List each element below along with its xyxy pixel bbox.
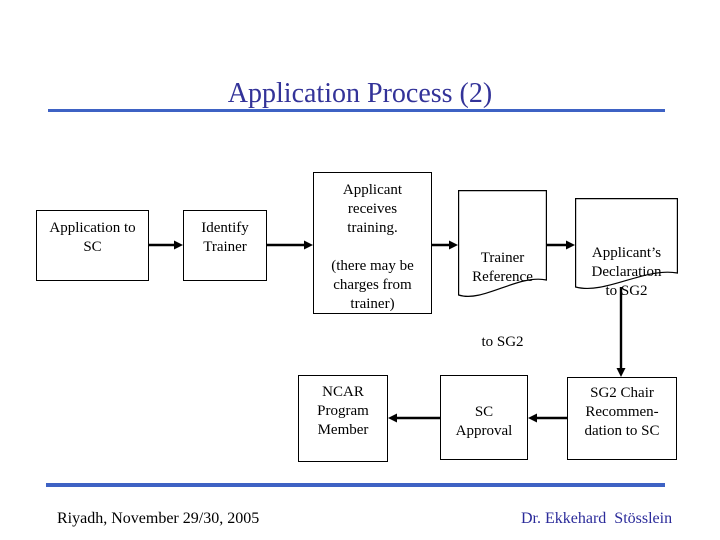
document-shape-icon xyxy=(575,198,678,289)
node-ncar-program-member: NCAR Program Member xyxy=(298,375,388,462)
arrow-sg2chair-to-scapproval-icon xyxy=(528,413,567,423)
node-sg2-chair-recommendation: SG2 Chair Recommen- dation to SC xyxy=(567,377,677,460)
node-trainer-reference-label: Trainer Reference xyxy=(472,250,533,285)
node-applicant-declaration-label: Applicant’s Declaration to SG2 xyxy=(591,245,662,299)
document-shape-icon xyxy=(458,190,547,297)
node-identify-trainer: Identify Trainer xyxy=(183,210,267,281)
arrow-reference-to-declaration-icon xyxy=(547,240,575,250)
node-trainer-reference: Trainer Reference to SG2 xyxy=(458,190,547,350)
node-applicant-declaration: Applicant’s Declaration to SG2 xyxy=(575,198,678,299)
footer-author: Dr. Ekkehard Stösslein xyxy=(521,510,673,527)
arrow-training-to-reference-icon xyxy=(432,240,458,250)
node-application-to-sc: Application to SC xyxy=(36,210,149,281)
arrow-application-to-identify-icon xyxy=(149,240,183,250)
title-underline-rule xyxy=(48,109,665,112)
footer-rule xyxy=(46,483,665,487)
footer-location-date: Riyadh, November 29/30, 2005 xyxy=(57,510,260,527)
node-sc-approval: SC Approval xyxy=(440,375,528,460)
arrow-scapproval-to-ncar-icon xyxy=(388,413,440,423)
arrow-identify-to-training-icon xyxy=(267,240,313,250)
node-applicant-receives-training: Applicant receives training. (there may … xyxy=(313,172,432,314)
node-trainer-reference-sublabel: to SG2 xyxy=(481,334,524,350)
page-title: Application Process (2) xyxy=(227,78,493,109)
